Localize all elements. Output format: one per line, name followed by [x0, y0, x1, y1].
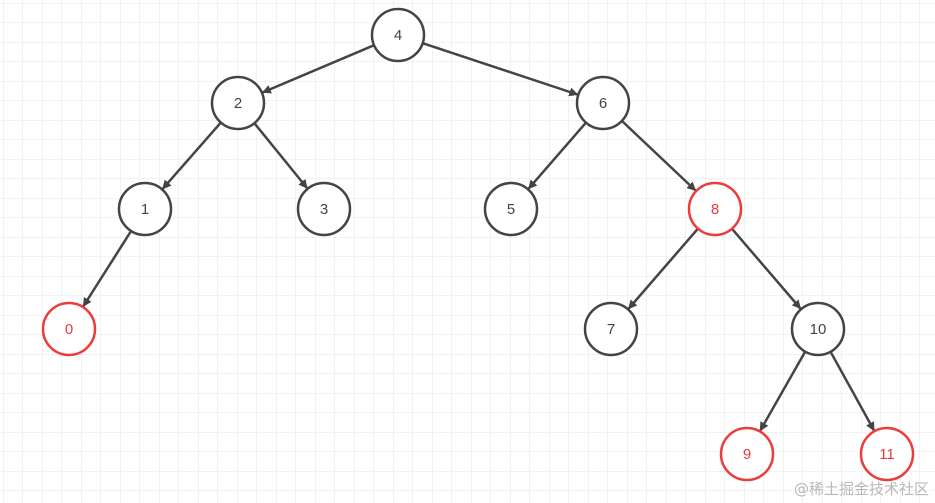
edge-n2-n1: [161, 121, 222, 190]
tree-node-7: 7: [583, 301, 639, 357]
tree-node-8: 8: [687, 181, 743, 237]
edge-n4-n6: [422, 42, 579, 97]
node-circle: [210, 75, 266, 131]
node-circle: [296, 181, 352, 237]
edge-n8-n10: [730, 227, 802, 310]
node-circle: [370, 7, 426, 63]
edge-n8-n7: [627, 227, 699, 310]
node-circle: [790, 301, 846, 357]
node-circle: [687, 181, 743, 237]
edge-n4-n2: [261, 44, 375, 94]
node-label: 7: [607, 321, 615, 338]
node-label: 4: [394, 27, 402, 44]
node-label: 11: [879, 446, 895, 463]
node-label: 3: [320, 201, 328, 218]
edge-n1-n0: [82, 230, 133, 307]
tree-node-11: 11: [859, 426, 915, 482]
edge-n10-n9: [759, 350, 807, 432]
edge-n10-n11: [829, 351, 876, 432]
tree-node-9: 9: [719, 426, 775, 482]
edge-n6-n8: [621, 119, 697, 192]
node-label: 5: [507, 201, 515, 218]
node-circle: [117, 181, 173, 237]
node-circle: [859, 426, 915, 482]
tree-node-3: 3: [296, 181, 352, 237]
node-label: 1: [141, 201, 149, 218]
tree-node-6: 6: [575, 75, 631, 131]
watermark: @稀土掘金技术社区: [793, 480, 929, 498]
edges: [82, 42, 876, 432]
tree-node-5: 5: [483, 181, 539, 237]
tree-node-2: 2: [210, 75, 266, 131]
nodes: 4 2 6 1 3 5 8 0 7 10 9 11: [41, 7, 915, 482]
edge-n2-n3: [253, 122, 308, 189]
tree-node-1: 1: [117, 181, 173, 237]
tree-node-10: 10: [790, 301, 846, 357]
node-label: 2: [234, 95, 242, 112]
tree-node-4: 4: [370, 7, 426, 63]
node-label: 6: [599, 95, 607, 112]
tree-node-0: 0: [41, 301, 97, 357]
node-label: 0: [65, 321, 73, 338]
node-circle: [575, 75, 631, 131]
node-circle: [483, 181, 539, 237]
node-circle: [583, 301, 639, 357]
node-circle: [41, 301, 97, 357]
node-circle: [719, 426, 775, 482]
node-label: 9: [743, 446, 751, 463]
node-label: 8: [711, 201, 719, 218]
node-label: 10: [810, 321, 827, 338]
edge-n6-n5: [527, 121, 587, 190]
